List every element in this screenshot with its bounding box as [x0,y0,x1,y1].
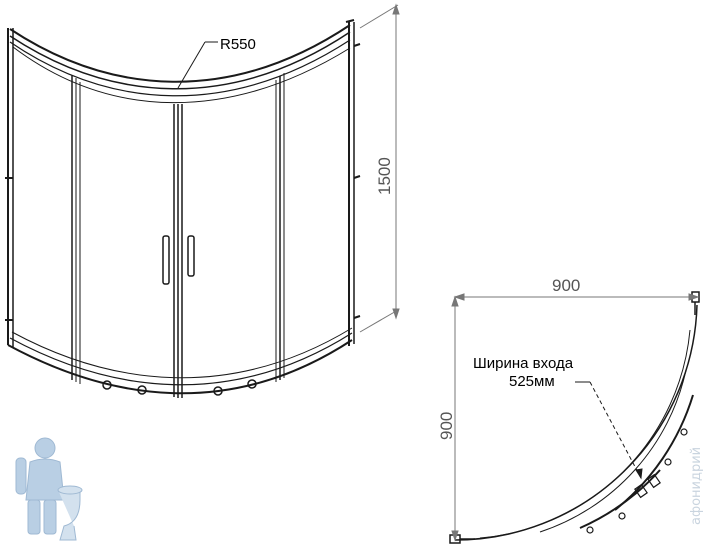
plan-handle [647,473,661,489]
plan-sliding-door [579,469,661,529]
height-label: 1500 [375,157,394,195]
left-wall-profile [5,28,14,348]
door-handle-left [162,235,170,285]
bottom-curved-rail [7,327,353,395]
plan-sliding-door [614,394,694,511]
depth-dimension [451,295,459,542]
elevation-view [5,19,361,398]
plan-roller [664,458,672,466]
watermark-text: афонидрий [689,447,704,525]
plan-roller [586,526,594,534]
door-rollers [102,379,257,396]
width-label: 900 [552,276,580,295]
fixed-panel-right [275,73,285,382]
radius-label: R550 [220,36,256,53]
width-dimension [453,293,700,301]
entry-width-caption: Ширина входа [473,355,574,372]
entry-width-value: 525мм [509,373,555,390]
plan-roller [618,512,626,520]
height-dimension [359,3,400,333]
plan-roller [680,428,688,436]
plan-view [449,291,700,544]
depth-label: 900 [437,412,456,440]
sliding-door-left [173,104,183,398]
door-handle-right [187,235,195,277]
entry-width-leader [575,381,643,480]
plan-handle [634,483,648,499]
fixed-panel-left [71,75,81,384]
roller [137,385,147,395]
roller [247,379,257,389]
plumber-mascot-logo [15,437,83,541]
roller [213,386,223,396]
radius-leader-line [177,41,206,89]
roller [102,380,112,390]
right-wall-profile [345,19,361,346]
top-curved-rail [9,24,351,104]
